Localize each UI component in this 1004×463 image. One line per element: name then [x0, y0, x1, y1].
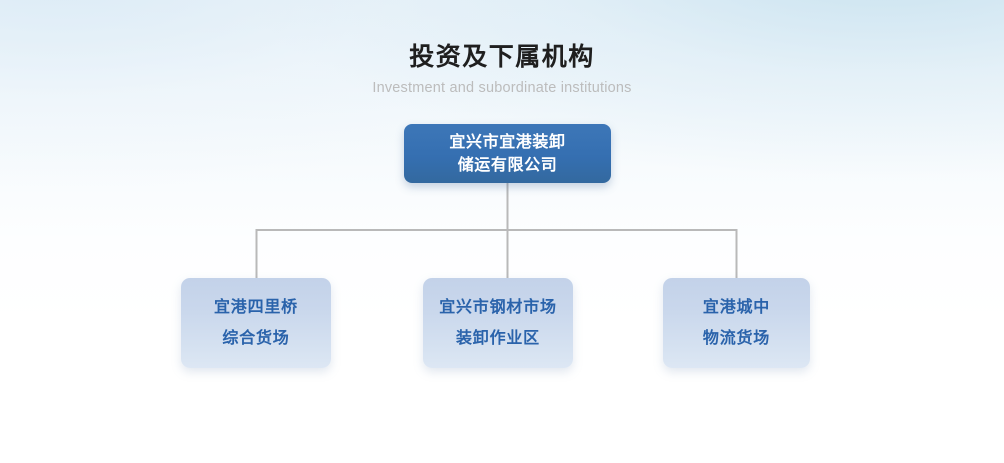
page-title: 投资及下属机构: [409, 43, 595, 71]
org-node-child-2[interactable]: 宜港城中 物流货场: [663, 278, 810, 368]
org-node-child-1[interactable]: 宜兴市钢材市场 装卸作业区: [423, 278, 573, 368]
org-node-root-line-1: 宜兴市宜港装卸: [449, 133, 566, 151]
org-node-child-0-line-2: 综合货场: [222, 330, 290, 347]
org-node-root-line-2: 储运有限公司: [457, 156, 558, 174]
heading-block: 投资及下属机构 Investment and subordinate insti…: [0, 40, 1004, 97]
page-subtitle: Investment and subordinate institutions: [372, 80, 632, 96]
org-node-child-0[interactable]: 宜港四里桥 综合货场: [181, 278, 331, 368]
org-node-child-2-line-1: 宜港城中: [702, 299, 771, 316]
org-node-child-1-line-2: 装卸作业区: [455, 330, 540, 347]
org-node-child-2-line-2: 物流货场: [702, 330, 771, 347]
org-node-child-1-line-1: 宜兴市钢材市场: [439, 299, 557, 316]
org-node-child-0-line-1: 宜港四里桥: [213, 299, 298, 316]
org-node-root[interactable]: 宜兴市宜港装卸 储运有限公司: [404, 124, 611, 183]
